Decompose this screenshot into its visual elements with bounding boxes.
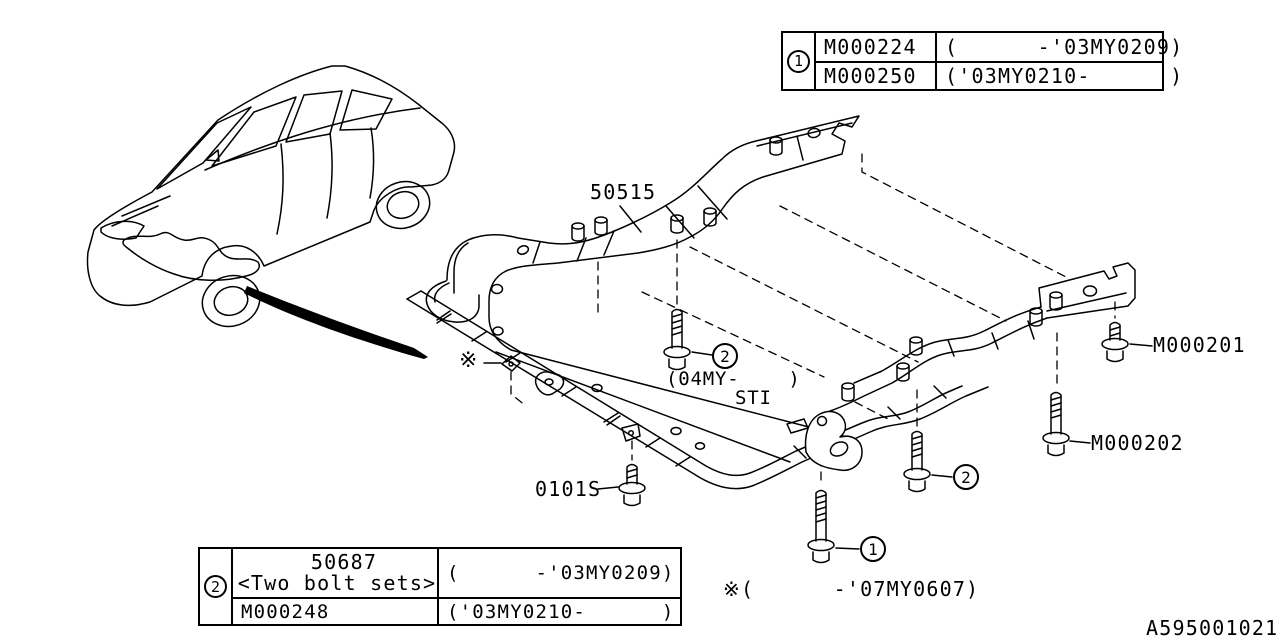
leader-m000201 [1129,343,1153,347]
bolt2-row1-part-note: <Two bolt sets> [237,571,437,595]
bolt1-row1-applicability: ( -'03MY0209) [935,33,1182,61]
bolt2-row2-applicability: ('03MY0210- ) [437,597,680,624]
subframe-drawing [406,115,1136,490]
bolt1-row1-partno[interactable]: M000224 [814,33,935,61]
bolt1-table-ref: 1 [783,33,814,89]
callout-2-rear[interactable]: 2 [953,464,979,490]
bolt-callout2-rear [903,430,931,493]
bolt-callout2-front [663,308,691,371]
callout-2-front[interactable]: 2 [712,343,738,369]
label-bolt-m000201[interactable]: M000201 [1153,333,1246,357]
bolt2-row2-partno[interactable]: M000248 [231,597,437,624]
label-sti-model: STI [735,387,772,409]
bolt1-row2-applicability: ('03MY0210- ) [935,61,1182,89]
asterisk-marker: ※ [459,348,479,373]
leader-callout2-rear [931,474,953,478]
bolt-0101s [618,463,646,507]
bolt2-table: 2 50687 <Two bolt sets> ( -'03MY0209) M0… [198,547,682,626]
bolt-callout1 [807,489,835,564]
label-bolt-0101s[interactable]: 0101S [535,477,602,501]
rear-wheel [375,180,431,230]
hidden-edge-dashes [510,153,1116,487]
bolt2-row1-partno[interactable]: 50687 <Two bolt sets> [231,549,437,597]
pointer-swoosh [244,286,428,359]
leader-m000202 [1069,440,1091,444]
leader-50515 [619,205,642,233]
label-bolt-m000202[interactable]: M000202 [1091,431,1184,455]
leader-lines [483,205,1153,550]
bolt1-table: 1 M000224 ( -'03MY0209) M000250 ('03MY02… [781,31,1182,91]
label-sti-range: (04MY- ) [666,368,801,390]
callout-2-table: 2 [204,575,227,598]
car-illustration [86,65,456,359]
underbody-frame-outline [122,231,260,282]
bolt-m000201 [1101,321,1129,363]
footnote-applicability: ※( -'07MY0607) [723,577,980,601]
callout-1[interactable]: 1 [860,536,886,562]
bolt-m000202 [1042,391,1070,457]
bolt2-table-ref: 2 [200,549,231,624]
leader-callout1 [835,547,860,550]
leader-callout2-front [691,351,713,356]
front-wheel [201,274,261,328]
bolts [618,308,1129,564]
callout-1-table: 1 [787,49,810,73]
bolt2-row1-applicability: ( -'03MY0209) [437,549,680,597]
studs [571,136,1063,402]
drawing-number: A595001021 [1146,616,1279,640]
bolt2-row1-part-number[interactable]: 50687 [310,550,378,574]
leader-0101s [597,486,619,490]
label-crossmember-50515[interactable]: 50515 [590,180,657,204]
bolt1-row2-partno[interactable]: M000250 [814,61,935,89]
